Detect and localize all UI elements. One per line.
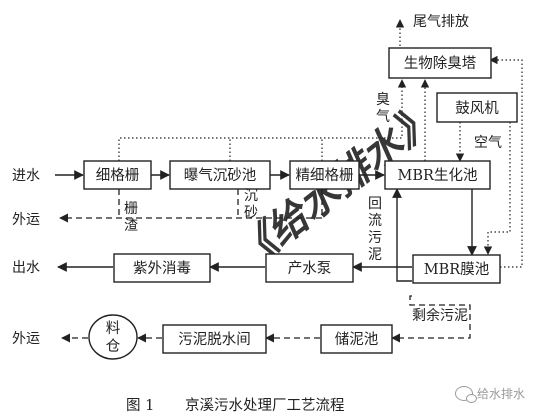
grit-label: 沉砂 xyxy=(244,188,258,221)
return-sludge-label: 回流污泥 xyxy=(368,196,382,263)
ultrafine-screen-label: 精细格栅 xyxy=(296,167,354,184)
haulout-top-label: 外运 xyxy=(12,212,40,228)
mbr-bio-box xyxy=(384,160,491,190)
odor-line-membrane xyxy=(489,55,523,268)
mbr-membrane-label: MBR膜池 xyxy=(424,261,489,278)
sludge-tank-label: 储泥池 xyxy=(335,331,379,348)
dewatering-label: 污泥脱水间 xyxy=(178,331,251,348)
excess-sludge-arrow xyxy=(391,295,471,343)
wechat-watermark: 给水排水 xyxy=(455,385,526,403)
mbr-bio-label: MBR生化池 xyxy=(398,167,478,184)
excess-sludge-label: 剩余污泥 xyxy=(412,307,468,324)
mbr-membrane-box xyxy=(412,254,501,284)
outflow-label: 出水 xyxy=(12,260,40,276)
screenings-label: 栅渣 xyxy=(124,201,138,234)
odor-label: 臭气 xyxy=(376,92,390,125)
pump-label: 产水泵 xyxy=(288,260,332,277)
caption-title: 京溪污水处理厂工艺流程 xyxy=(185,397,345,414)
sludge-tank-box xyxy=(320,324,393,354)
haulout-bottom-label: 外运 xyxy=(12,331,40,347)
blower-box xyxy=(436,92,518,123)
inflow-label: 进水 xyxy=(12,168,40,184)
pump-box xyxy=(265,253,354,283)
uv-label: 紫外消毒 xyxy=(133,260,191,277)
exhaust-label: 尾气排放 xyxy=(413,14,469,30)
wechat-account: 给水排水 xyxy=(477,387,526,401)
odor-collect-line xyxy=(118,79,407,161)
blower-label: 鼓风机 xyxy=(455,100,499,117)
air-to-membrane-arrow xyxy=(483,122,511,255)
aerated-grit-label: 曝气沉砂池 xyxy=(184,167,257,184)
uv-box xyxy=(113,253,211,283)
caption-number: 图 1 xyxy=(126,398,154,414)
aerated-grit-box xyxy=(169,160,271,190)
ultrafine-screen-box xyxy=(289,160,360,190)
wechat-icon xyxy=(455,386,477,403)
silo-label-line1: 料 xyxy=(106,320,121,337)
silo-ellipse xyxy=(88,314,138,360)
air-label: 空气 xyxy=(474,135,502,151)
silo-label-line2: 仓 xyxy=(106,338,121,355)
deodor-box xyxy=(388,47,492,79)
dewatering-box xyxy=(162,324,267,354)
fine-screen-box xyxy=(83,160,152,190)
fine-screen-label: 细格栅 xyxy=(96,167,140,184)
deodor-label: 生物除臭塔 xyxy=(404,55,477,72)
return-sludge-arrow xyxy=(392,188,412,282)
